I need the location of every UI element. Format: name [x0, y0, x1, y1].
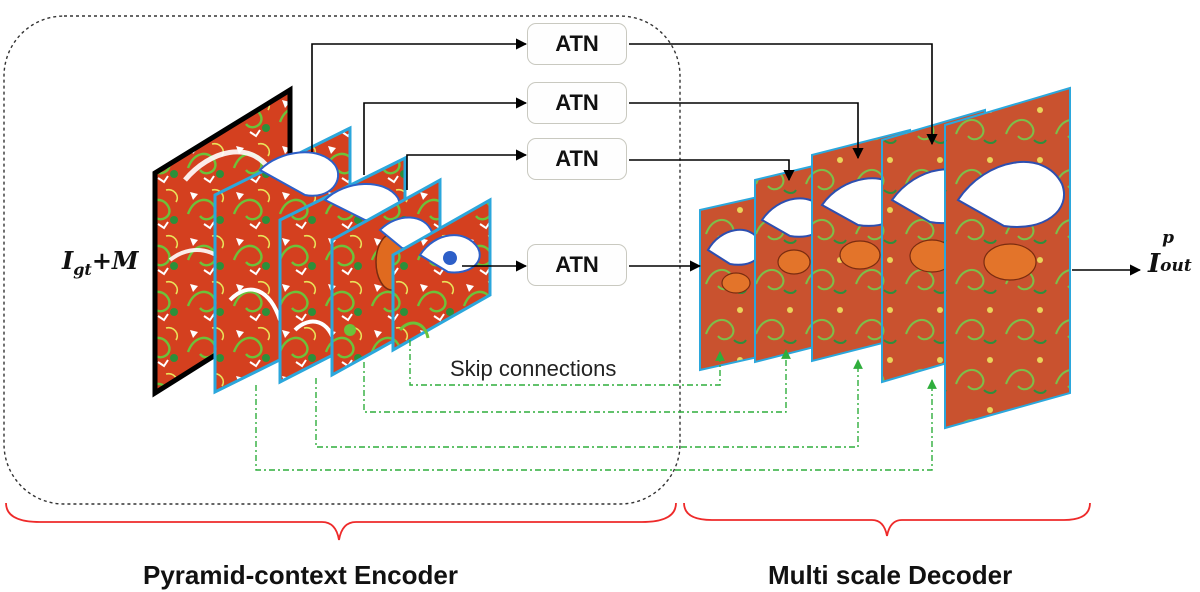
decoder-feature-map-5 — [944, 86, 1071, 430]
arrow-icon — [629, 102, 864, 160]
attention-block-4: ATN — [527, 244, 627, 286]
encoder-frame — [3, 15, 681, 505]
arrow-icon — [629, 43, 938, 146]
arrow-icon — [363, 97, 528, 175]
decoder-feature-map-1 — [699, 193, 768, 372]
encoder-feature-map-5 — [391, 197, 492, 353]
decoder-title: Multi scale Decoder — [768, 560, 1013, 590]
input-label: Igt+M — [62, 246, 139, 279]
arrow-icon — [406, 149, 528, 190]
encoder-title: Pyramid-context Encoder — [143, 560, 458, 590]
arrow-icon — [311, 38, 528, 152]
skip-connections — [255, 340, 937, 471]
arrow-icon — [629, 159, 795, 182]
encoder-brace-icon — [5, 502, 677, 541]
skip-connections-label: Skip connections — [450, 356, 617, 381]
attention-block-3: ATN — [527, 138, 627, 180]
attention-arrows — [311, 38, 1142, 276]
attention-block-1: ATN — [527, 23, 627, 65]
decoder-brace-icon — [683, 502, 1091, 537]
attention-block-2: ATN — [527, 82, 627, 124]
